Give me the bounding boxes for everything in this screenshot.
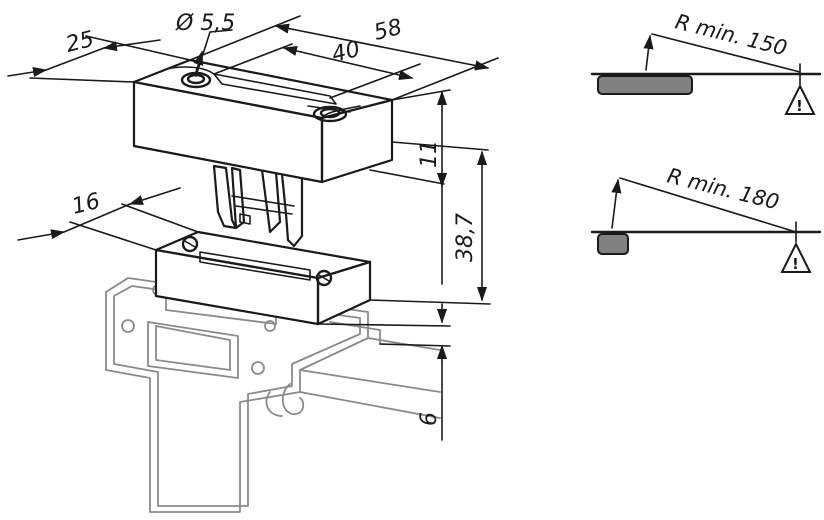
dim-6: 6 bbox=[417, 412, 442, 426]
dim-40: 40 bbox=[329, 37, 362, 68]
actuator-tongue bbox=[212, 164, 304, 248]
warning-triangle-icon: ! bbox=[784, 83, 816, 115]
warning-triangle-icon: ! bbox=[780, 241, 812, 273]
svg-text:!: ! bbox=[796, 97, 803, 115]
svg-text:!: ! bbox=[792, 255, 799, 273]
actuator-profile-small bbox=[597, 233, 629, 255]
dim-diameter: Ø 5,5 bbox=[175, 11, 235, 36]
dim-11: 11 bbox=[417, 140, 442, 168]
dim-38-7: 38,7 bbox=[453, 213, 478, 262]
switch-body bbox=[132, 58, 394, 184]
bend-radius-lower: R min. 180 bbox=[665, 164, 782, 215]
actuator-body bbox=[154, 230, 372, 326]
dimension-lines bbox=[7, 15, 499, 441]
dim-16: 16 bbox=[69, 189, 102, 220]
dim-58: 58 bbox=[371, 15, 404, 46]
bend-radius-upper: R min. 150 bbox=[673, 10, 790, 61]
bend-radius-detail-upper: R min. 150 ! bbox=[590, 10, 822, 115]
bend-radius-detail-lower: R min. 180 ! bbox=[590, 164, 822, 273]
actuator-profile bbox=[597, 75, 693, 95]
